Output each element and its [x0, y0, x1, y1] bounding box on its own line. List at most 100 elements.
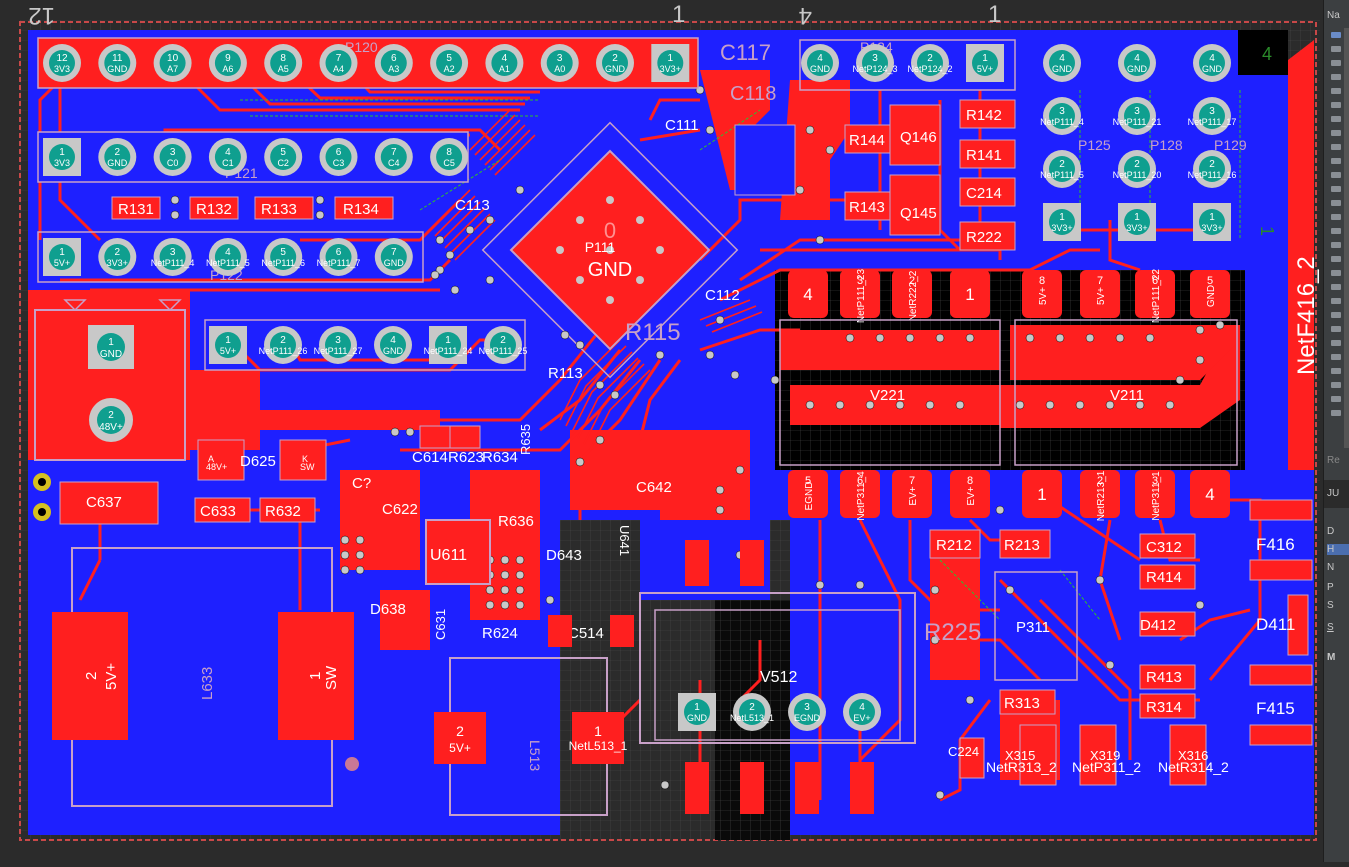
panel-item-1[interactable]: H	[1327, 544, 1349, 555]
pin-net: NetP111_5	[206, 258, 250, 268]
panel-item-5[interactable]: S	[1327, 622, 1334, 633]
panel-list-row[interactable]	[1331, 144, 1341, 150]
chip-pad-number: 0	[604, 218, 616, 243]
pin-number: 3	[170, 147, 176, 158]
panel-re: Re	[1327, 455, 1340, 466]
panel-list-row[interactable]	[1331, 312, 1341, 318]
header-pin: 5A2	[430, 44, 469, 82]
pin-number: 4	[225, 147, 231, 158]
panel-list-row[interactable]	[1331, 46, 1341, 52]
pcb-canvas[interactable]: 0 P111 GND	[0, 0, 1323, 862]
pin-net: A5	[278, 64, 289, 74]
panel-list-row[interactable]	[1331, 256, 1341, 262]
panel-list-row[interactable]	[1331, 396, 1341, 402]
relay-pad-number: 3	[1152, 475, 1158, 487]
panel-list-row[interactable]	[1331, 410, 1341, 416]
pin-net: C5	[443, 158, 455, 168]
pin-number: 4	[1059, 53, 1065, 64]
chip-p111[interactable]: 0 P111 GND	[481, 121, 739, 379]
panel-item-4[interactable]: S	[1327, 600, 1334, 611]
panel-scrollbar[interactable]	[1344, 28, 1349, 448]
p125-ref: P125	[1078, 137, 1111, 153]
pin-net: 3V3	[54, 64, 70, 74]
r222-label: R222	[966, 229, 1002, 246]
panel-list-row[interactable]	[1331, 270, 1341, 276]
side-panel[interactable]: Na Re JU D H N P S S M	[1323, 0, 1349, 862]
d625-a-net: 48V+	[206, 462, 227, 472]
panel-list-row[interactable]	[1331, 326, 1341, 332]
pin-net: NetP111_4	[1040, 117, 1084, 127]
relay-pad: 4	[1190, 470, 1230, 518]
l633-a-num: 2	[83, 672, 100, 680]
panel-list-row[interactable]	[1331, 172, 1341, 178]
panel-list-row[interactable]	[1331, 382, 1341, 388]
header-pin: 15V+	[43, 238, 81, 276]
pin-number: 1	[59, 147, 65, 158]
panel-list-row[interactable]	[1331, 74, 1341, 80]
l633-a-net: 5V+	[103, 663, 120, 690]
relay-pad-number: 4	[803, 285, 812, 304]
pin-number: 7	[391, 247, 397, 258]
panel-list-row[interactable]	[1331, 102, 1341, 108]
resistor-row: R131 R132 R133 R134	[111, 196, 394, 220]
pin-net: GND	[605, 64, 626, 74]
panel-list-row[interactable]	[1331, 340, 1341, 346]
ruler-top-3: 1	[988, 1, 1001, 28]
pin-net: NetP111_6	[261, 258, 305, 268]
panel-m[interactable]: M	[1327, 652, 1336, 663]
pin-number: 2	[115, 247, 121, 258]
panel-list-row[interactable]	[1331, 354, 1341, 360]
panel-list-row[interactable]	[1331, 186, 1341, 192]
pin-net: A7	[167, 64, 178, 74]
pin-net: NetP124_3	[852, 64, 897, 74]
pin-number: 4	[817, 53, 823, 64]
panel-list-row[interactable]	[1331, 368, 1341, 374]
pin-number: 2	[280, 335, 286, 346]
pin-number: 10	[167, 53, 179, 64]
panel-list-row[interactable]	[1331, 214, 1341, 220]
header-pin: 4A1	[485, 44, 524, 82]
panel-list-row[interactable]	[1331, 116, 1341, 122]
c631-label: C631	[433, 609, 448, 640]
pin-net: NetP124_2	[907, 64, 952, 74]
panel-list-row[interactable]	[1331, 228, 1341, 234]
pin-number: 3	[1209, 106, 1215, 117]
pin-number: 3	[557, 53, 563, 64]
panel-list-row[interactable]	[1331, 242, 1341, 248]
d638-label: D638	[370, 601, 406, 618]
relay-pad-number: 7	[909, 475, 915, 487]
panel-item-0[interactable]: D	[1327, 526, 1335, 537]
panel-list-row[interactable]	[1331, 32, 1341, 38]
relay-pad-net: EV+	[908, 486, 919, 505]
pin-net: NetP111_25	[479, 346, 528, 356]
panel-list-row[interactable]	[1331, 60, 1341, 66]
relay-pad: 8EV+	[950, 470, 990, 518]
header-pin: 3A0	[540, 44, 579, 82]
panel-list-row[interactable]	[1331, 298, 1341, 304]
panel-item-2[interactable]: N	[1327, 562, 1335, 573]
relay-pad-net: GND	[1206, 285, 1217, 307]
panel-item-3[interactable]: P	[1327, 582, 1334, 593]
q146-label: Q146	[900, 129, 937, 146]
panel-list-row[interactable]	[1331, 88, 1341, 94]
pin-number: 6	[391, 53, 397, 64]
panel-list-row[interactable]	[1331, 284, 1341, 290]
pcb-board[interactable]: 0 P111 GND	[0, 0, 1323, 862]
pin-net: GND	[107, 158, 128, 168]
pin-number: 9	[225, 53, 231, 64]
panel-list-row[interactable]	[1331, 158, 1341, 164]
c622-label: C622	[382, 501, 418, 518]
panel-list-row[interactable]	[1331, 200, 1341, 206]
panel-list-row[interactable]	[1331, 130, 1341, 136]
r131-label: R131	[118, 201, 154, 218]
